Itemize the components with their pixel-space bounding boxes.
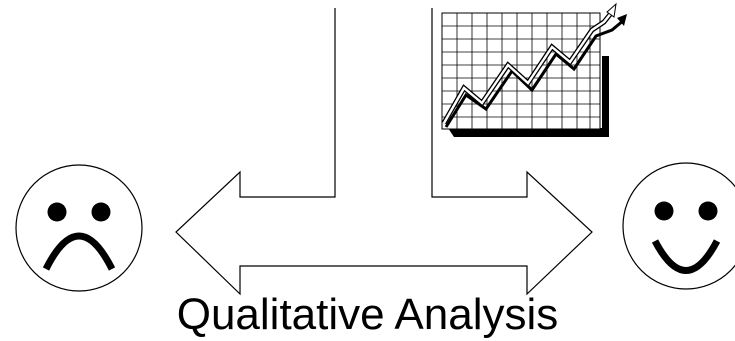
happy-face-right-eye [699, 202, 718, 221]
happy-face-icon [623, 163, 735, 289]
sad-face-right-eye [92, 203, 111, 222]
sad-face-outline [16, 165, 142, 291]
sad-face-left-eye [48, 203, 67, 222]
happy-face-left-eye [655, 202, 674, 221]
rising-line-chart-icon [442, 4, 627, 137]
diagram-caption: Qualitative Analysis [0, 290, 735, 340]
chart-frame [442, 13, 600, 129]
sad-face-icon [16, 165, 142, 291]
